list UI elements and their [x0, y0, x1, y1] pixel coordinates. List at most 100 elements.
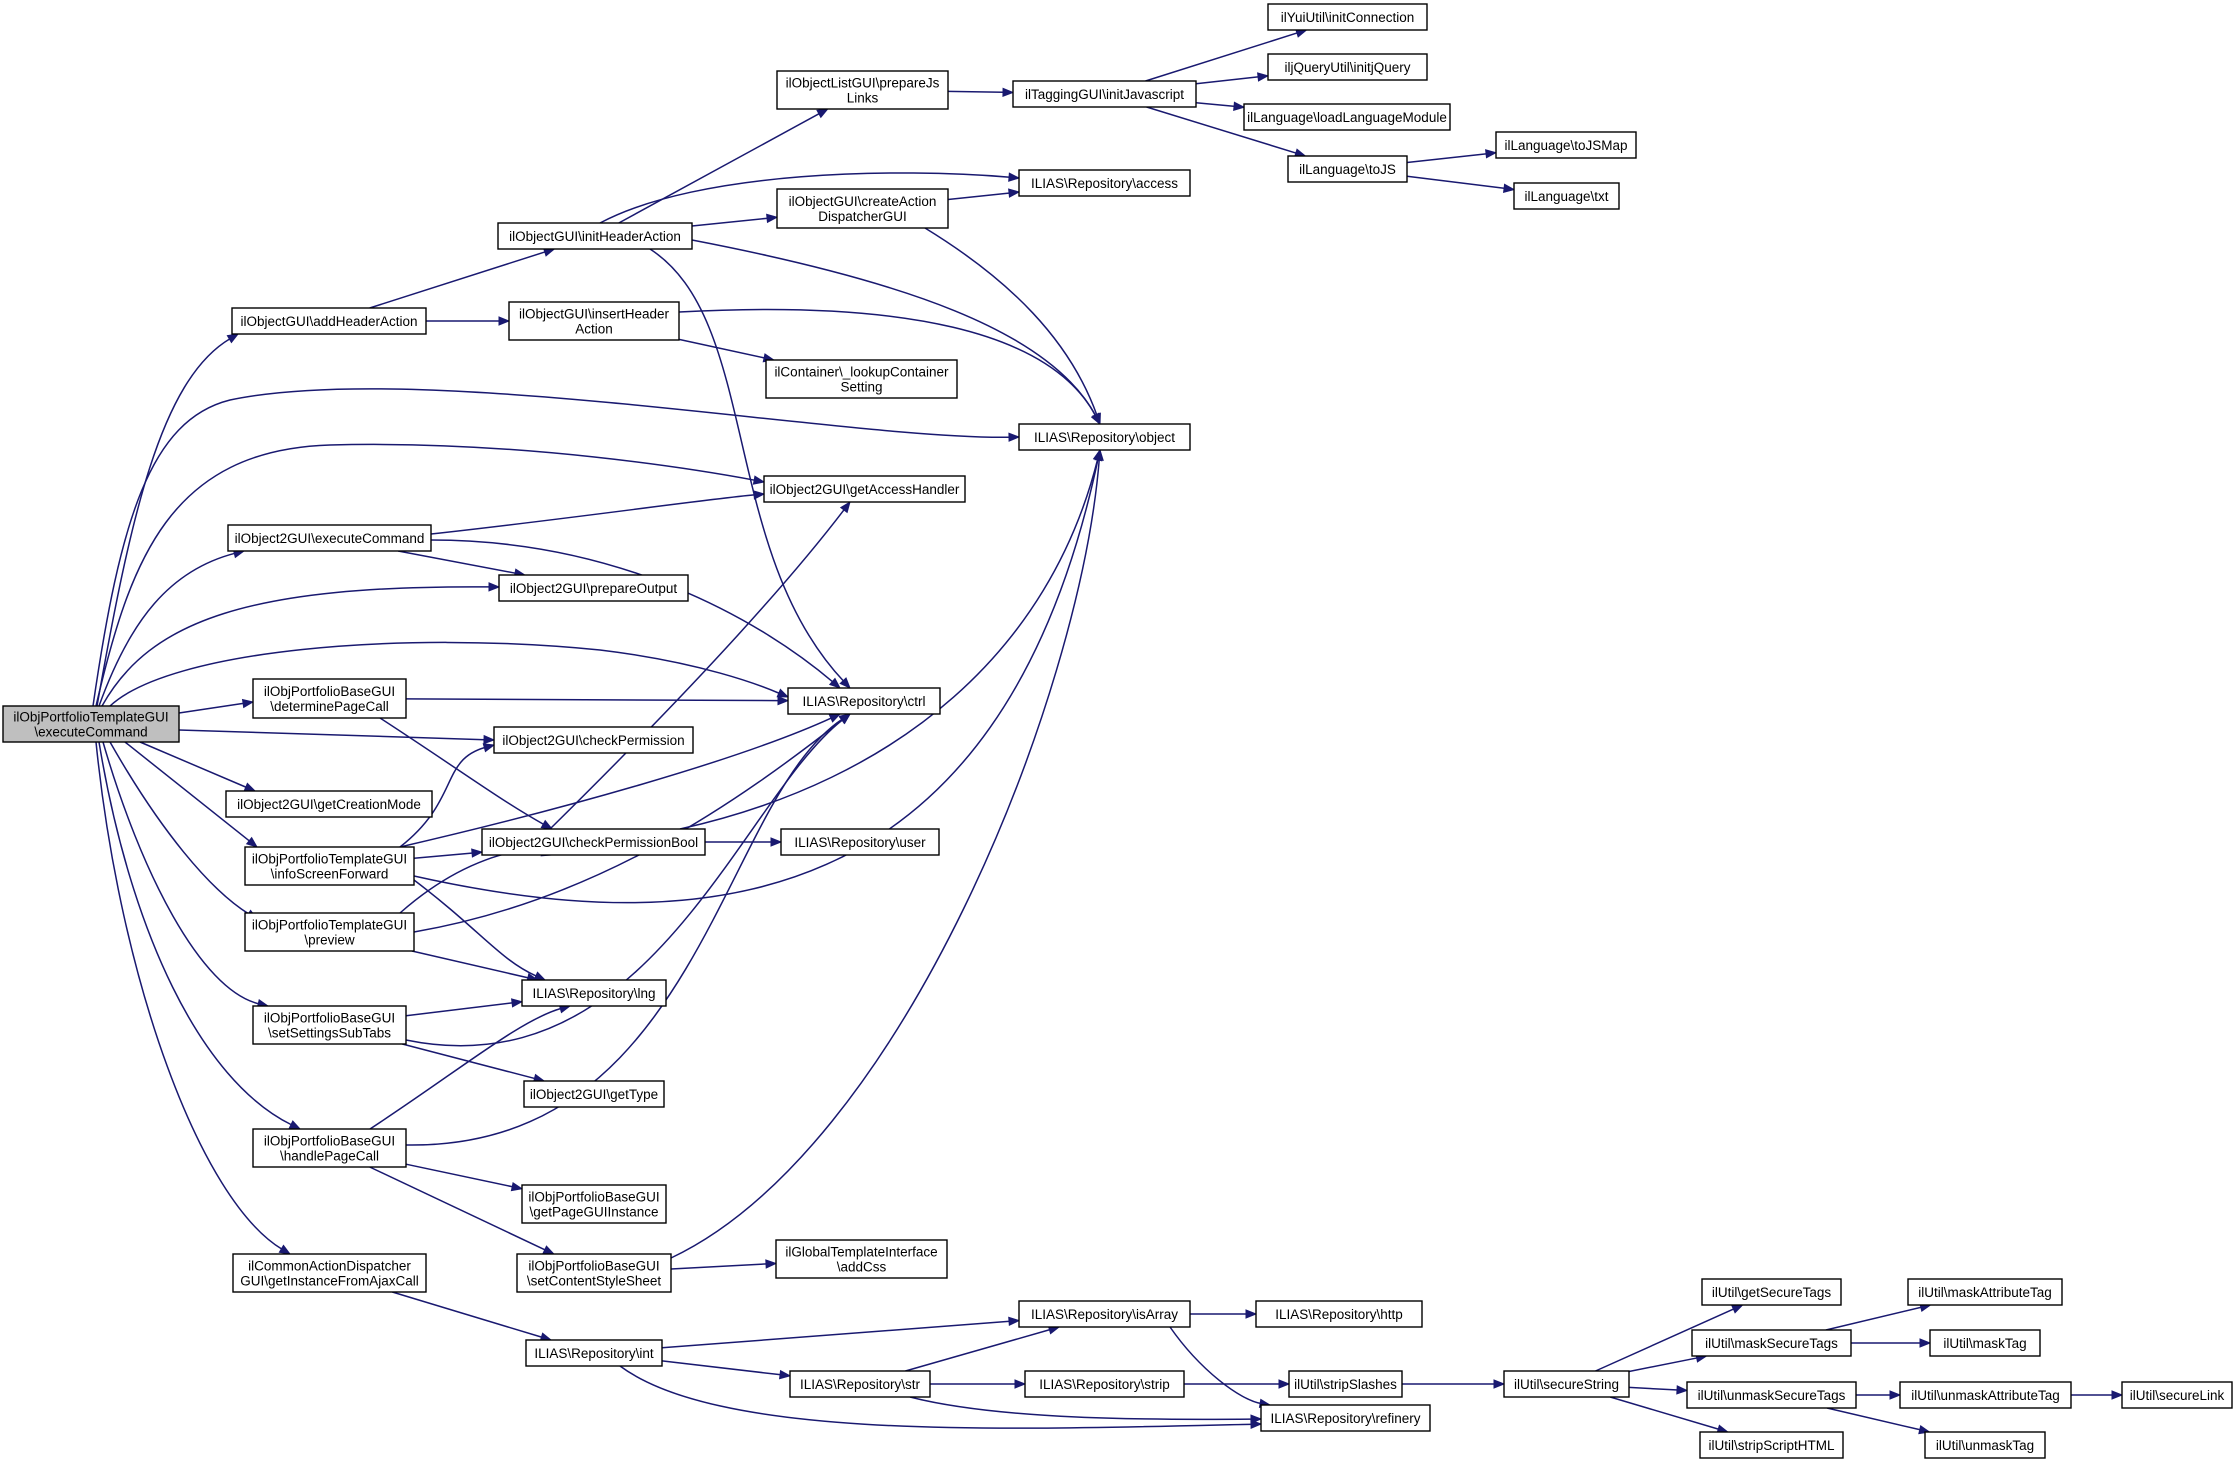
node-getPageGUIInstance[interactable]: ilObjPortfolioBaseGUI\getPageGUIInstance	[521, 1184, 667, 1224]
node-unmaskAttributeTag[interactable]: ilUtil\unmaskAttributeTag	[1899, 1381, 2072, 1409]
node-initJavascript[interactable]: ilTaggingGUI\initJavascript	[1012, 80, 1197, 108]
node-user[interactable]: ILIAS\Repository\user	[780, 828, 940, 856]
edge-line	[549, 508, 846, 830]
edge-line	[98, 552, 236, 707]
node-isArray[interactable]: ILIAS\Repository\isArray	[1018, 1300, 1191, 1328]
edge-toJS-to-txt	[1406, 175, 1516, 193]
node-label: ilLanguage\loadLanguageModule	[1247, 110, 1447, 125]
edge-initJavascript-to-initjQuery	[1195, 72, 1270, 85]
edge-line	[369, 1166, 547, 1251]
node-loadLanguageModule[interactable]: ilLanguage\loadLanguageModule	[1243, 103, 1451, 131]
node-label: ILIAS\Repository\user	[794, 835, 926, 850]
node-setSettingsSubTabs[interactable]: ilObjPortfolioBaseGUI\setSettingsSubTabs	[252, 1005, 407, 1045]
node-unmaskTag[interactable]: ilUtil\unmaskTag	[1924, 1431, 2046, 1459]
node-label: ilLanguage\txt	[1524, 189, 1608, 204]
edge-line	[905, 1328, 1051, 1372]
node-getCreationMode[interactable]: ilObject2GUI\getCreationMode	[225, 790, 433, 818]
node-refinery[interactable]: ILIAS\Repository\refinery	[1260, 1404, 1431, 1432]
edge-line	[1195, 101, 1236, 108]
node-preview[interactable]: ilObjPortfolioTemplateGUI\preview	[244, 912, 415, 952]
node-strip[interactable]: ILIAS\Repository\strip	[1024, 1370, 1185, 1398]
edge-o2executeCommand-to-prepareOutput	[397, 550, 527, 578]
node-getType[interactable]: ilObject2GUI\getType	[523, 1080, 665, 1108]
node-maskAttributeTag[interactable]: ilUtil\maskAttributeTag	[1907, 1278, 2063, 1306]
node-int[interactable]: ILIAS\Repository\int	[525, 1339, 663, 1367]
node-str[interactable]: ILIAS\Repository\str	[789, 1370, 931, 1398]
node-label: GUI\getInstanceFromAjaxCall	[240, 1274, 419, 1289]
node-determinePageCall[interactable]: ilObjPortfolioBaseGUI\determinePageCall	[252, 678, 407, 719]
node-secureString[interactable]: ilUtil\secureString	[1503, 1370, 1630, 1398]
node-box	[1513, 182, 1620, 210]
node-access[interactable]: ILIAS\Repository\access	[1018, 169, 1191, 197]
node-box	[1495, 131, 1637, 159]
node-object[interactable]: ILIAS\Repository\object	[1018, 423, 1191, 451]
node-addCss[interactable]: ilGlobalTemplateInterface\addCss	[775, 1239, 948, 1279]
node-maskTag[interactable]: ilUtil\maskTag	[1929, 1329, 2041, 1357]
node-checkPermission[interactable]: ilObject2GUI\checkPermission	[493, 726, 694, 754]
node-infoScreenForward[interactable]: ilObjPortfolioTemplateGUI\infoScreenForw…	[244, 846, 415, 886]
node-http[interactable]: ILIAS\Repository\http	[1255, 1300, 1423, 1328]
node-label: ilUtil\maskSecureTags	[1705, 1336, 1838, 1351]
edge-handlePageCall-to-ctrl	[405, 713, 852, 1146]
node-getInstanceFromAjaxCall[interactable]: ilCommonActionDispatcherGUI\getInstanceF…	[232, 1253, 427, 1293]
edge-line	[661, 1320, 1011, 1349]
node-ctrl[interactable]: ILIAS\Repository\ctrl	[787, 687, 941, 715]
node-box	[776, 70, 949, 110]
node-handlePageCall[interactable]: ilObjPortfolioBaseGUI\handlePageCall	[252, 1128, 407, 1168]
node-toJSMap[interactable]: ilLanguage\toJSMap	[1495, 131, 1637, 159]
node-txt[interactable]: ilLanguage\txt	[1513, 182, 1620, 210]
node-unmaskSecureTags[interactable]: ilUtil\unmaskSecureTags	[1686, 1381, 1857, 1409]
edge-root-to-ctrl	[109, 641, 790, 707]
edge-isArray-to-refinery	[1169, 1326, 1272, 1408]
edge-unmaskSecureTags-to-unmaskTag	[1826, 1407, 1931, 1435]
node-label: ilObjPortfolioBaseGUI	[264, 684, 395, 699]
edge-addHeaderAction-to-initHeaderAction	[369, 247, 556, 309]
edge-root-to-prepareOutput	[101, 582, 501, 707]
node-stripScriptHTML[interactable]: ilUtil\stripScriptHTML	[1699, 1431, 1844, 1459]
node-o2executeCommand[interactable]: ilObject2GUI\executeCommand	[227, 524, 432, 552]
node-box	[776, 188, 949, 229]
node-maskSecureTags[interactable]: ilUtil\maskSecureTags	[1691, 1329, 1852, 1357]
node-box	[232, 1253, 427, 1293]
node-getSecureTags[interactable]: ilUtil\getSecureTags	[1701, 1278, 1842, 1306]
edge-line	[98, 741, 293, 1126]
node-stripSlashes[interactable]: ilUtil\stripSlashes	[1288, 1370, 1403, 1398]
edge-line	[924, 227, 1098, 416]
node-box	[1924, 1431, 2046, 1459]
node-root[interactable]: ilObjPortfolioTemplateGUI\executeCommand	[2, 705, 180, 743]
edge-line	[405, 718, 844, 1047]
arrowhead-icon	[1008, 432, 1021, 442]
edge-infoScreenForward-to-checkPermission	[399, 743, 496, 848]
arrowhead-icon	[1002, 87, 1015, 98]
node-label: ilYuiUtil\initConnection	[1281, 10, 1415, 25]
node-label: \handlePageCall	[280, 1149, 379, 1164]
edge-line	[691, 239, 1097, 417]
edge-handlePageCall-to-getPageGUIInstance	[405, 1163, 524, 1192]
edge-line	[678, 338, 766, 359]
node-checkPermissionBool[interactable]: ilObject2GUI\checkPermissionBool	[481, 828, 706, 856]
node-lng[interactable]: ILIAS\Repository\lng	[521, 979, 667, 1007]
node-label: ilUtil\unmaskTag	[1936, 1438, 2034, 1453]
edge-root-to-infoScreenForward	[124, 741, 259, 848]
node-initConnection[interactable]: ilYuiUtil\initConnection	[1267, 3, 1428, 31]
edge-line	[124, 741, 251, 842]
edge-str-to-refinery	[909, 1396, 1263, 1424]
node-getAccessHandler[interactable]: ilObject2GUI\getAccessHandler	[763, 475, 966, 503]
edge-addHeaderAction-to-insertHeaderAction	[426, 316, 511, 326]
edge-line	[102, 741, 260, 1005]
edge-root-to-determinePageCall	[178, 698, 255, 714]
node-prepareOutput[interactable]: ilObject2GUI\prepareOutput	[498, 574, 689, 602]
edge-setSettingsSubTabs-to-lng	[405, 998, 524, 1017]
edge-line	[599, 172, 1011, 224]
node-setContentStyleSheet[interactable]: ilObjPortfolioBaseGUI\setContentStyleShe…	[516, 1253, 672, 1293]
node-initHeaderAction[interactable]: ilObjectGUI\initHeaderAction	[497, 222, 693, 250]
node-initjQuery[interactable]: iljQueryUtil\initjQuery	[1267, 53, 1428, 81]
node-addHeaderAction[interactable]: ilObjectGUI\addHeaderAction	[231, 307, 427, 335]
node-secureLink[interactable]: ilUtil\secureLink	[2121, 1381, 2233, 1409]
node-toJS[interactable]: ilLanguage\toJS	[1287, 155, 1408, 183]
node-label: ilUtil\maskAttributeTag	[1918, 1285, 2052, 1300]
